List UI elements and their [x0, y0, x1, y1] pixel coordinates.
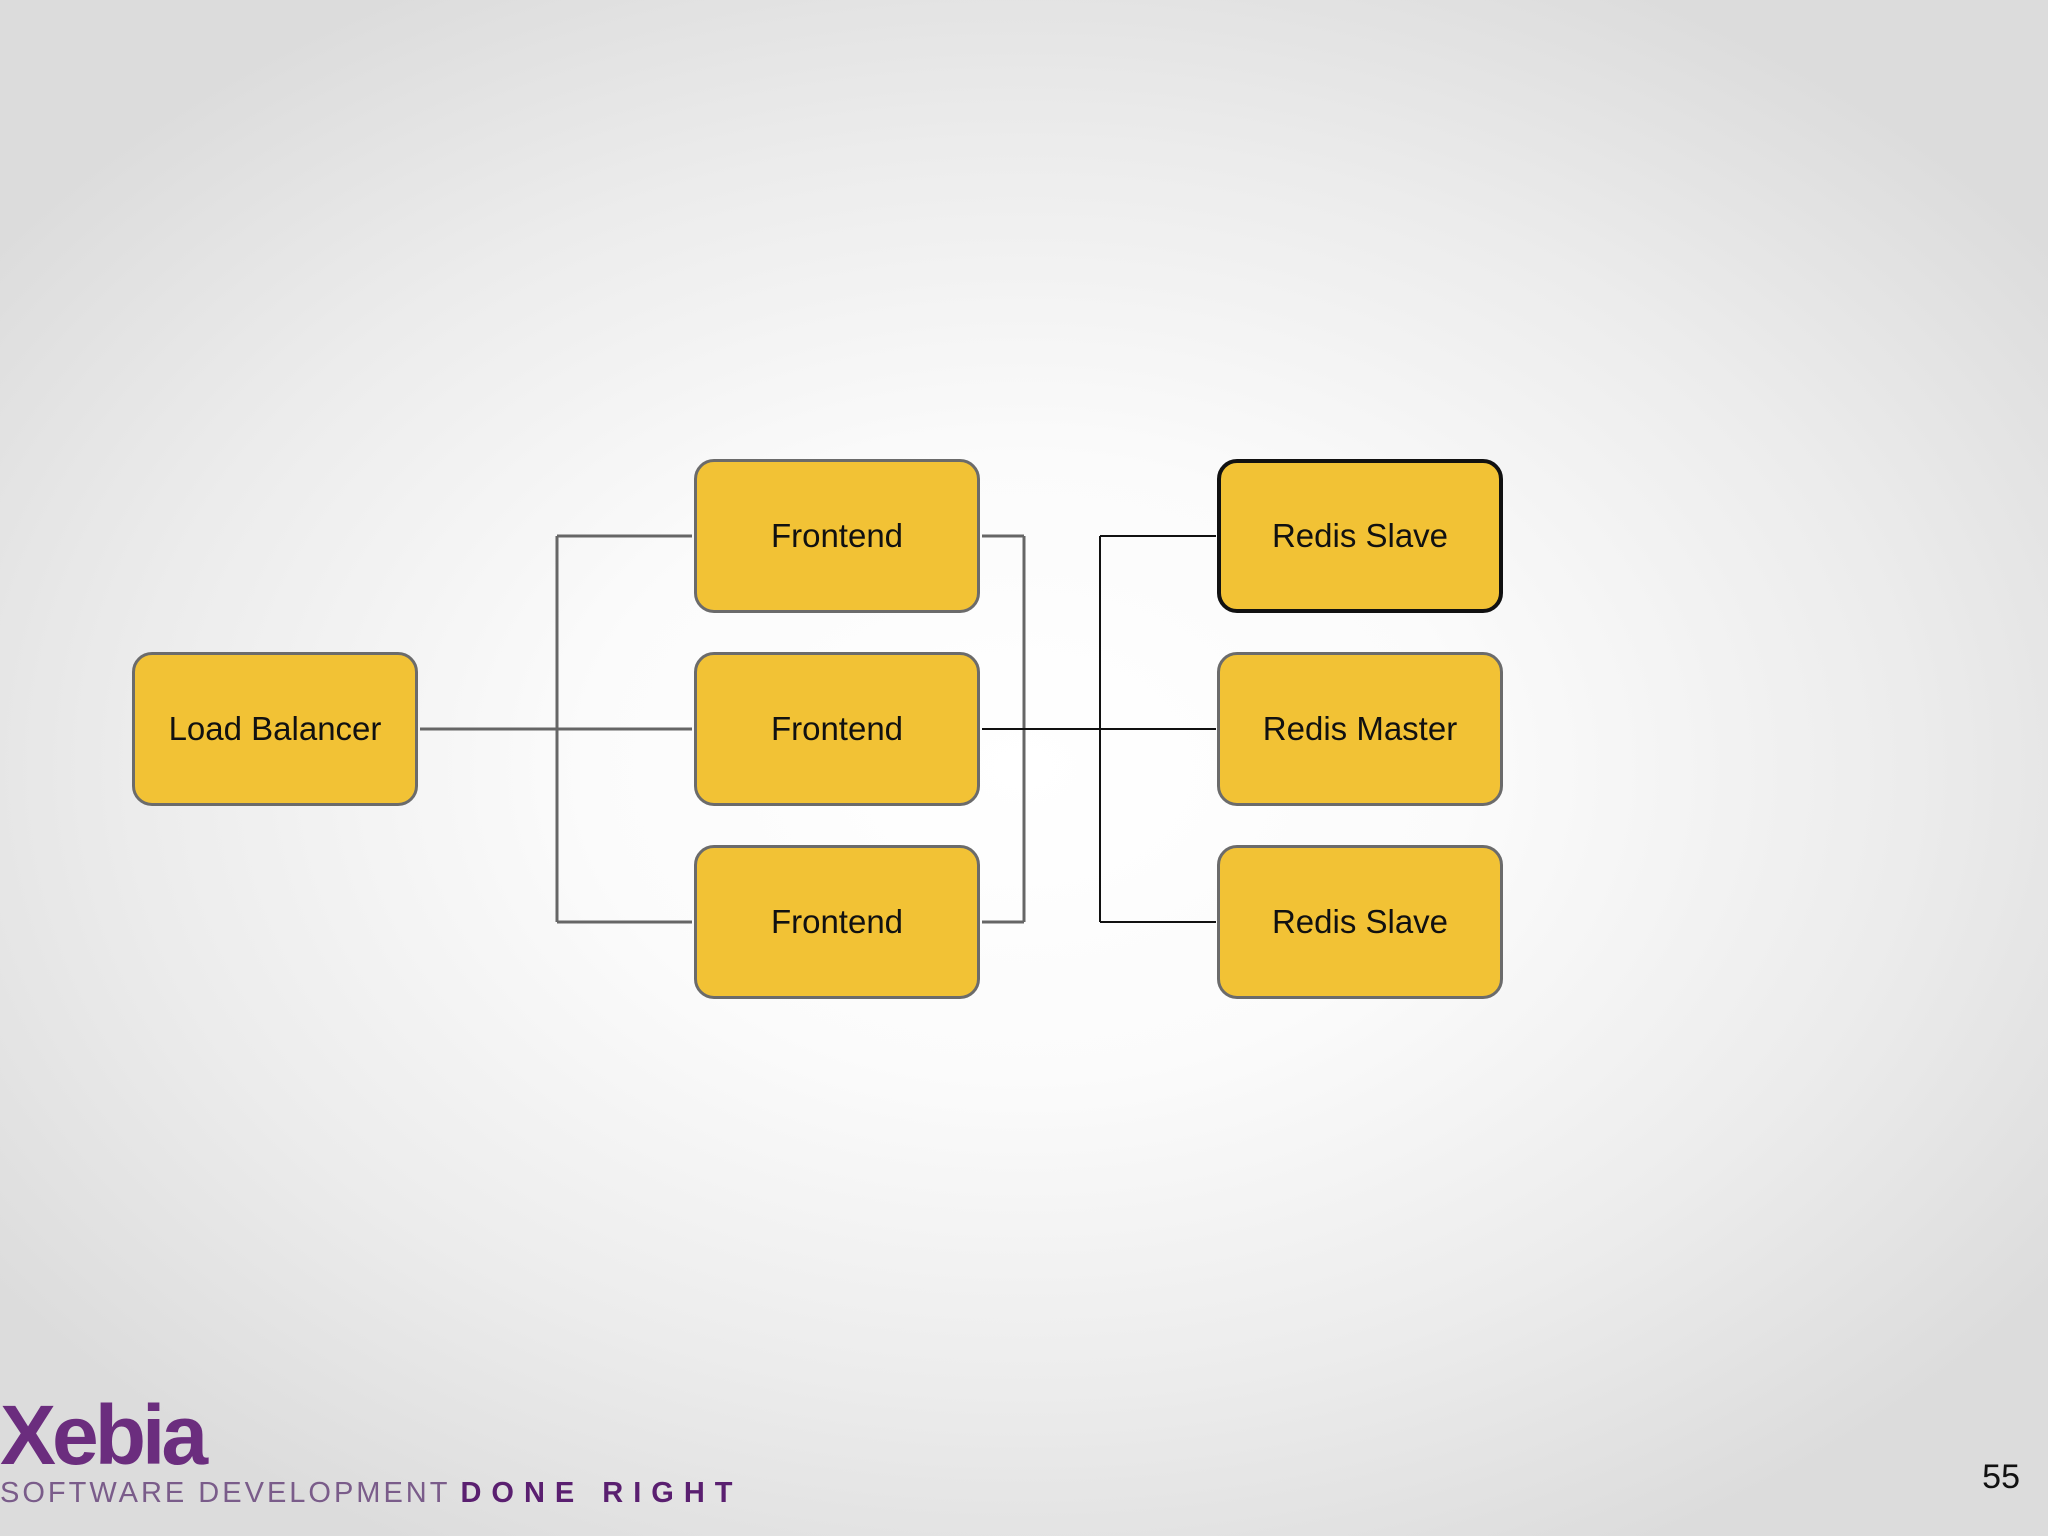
node-label: Redis Slave	[1271, 903, 1449, 940]
tagline-bold: DONE RIGHT	[460, 1477, 743, 1509]
logo-tagline: SOFTWARE DEVELOPMENT DONE RIGHT	[0, 1476, 743, 1510]
brand-logo: Xebia SOFTWARE DEVELOPMENT DONE RIGHT	[0, 1390, 760, 1510]
node-label: Redis Slave	[1271, 517, 1449, 554]
node-label: Redis Master	[1262, 710, 1458, 747]
logo-wordmark: Xebia	[0, 1388, 208, 1482]
node-frontend-3[interactable]: Frontend	[694, 845, 980, 999]
node-redis-slave-2[interactable]: Redis Slave	[1217, 845, 1503, 999]
tagline-light: SOFTWARE DEVELOPMENT	[0, 1477, 451, 1509]
node-label: Frontend	[770, 517, 904, 554]
node-label: Load Balancer	[168, 710, 382, 747]
node-frontend-1[interactable]: Frontend	[694, 459, 980, 613]
node-redis-slave-1[interactable]: Redis Slave	[1217, 459, 1503, 613]
node-label: Frontend	[770, 710, 904, 747]
page-number: 55	[1982, 1458, 2020, 1496]
node-redis-master[interactable]: Redis Master	[1217, 652, 1503, 806]
node-frontend-2[interactable]: Frontend	[694, 652, 980, 806]
node-load-balancer[interactable]: Load Balancer	[132, 652, 418, 806]
node-label: Frontend	[770, 903, 904, 940]
